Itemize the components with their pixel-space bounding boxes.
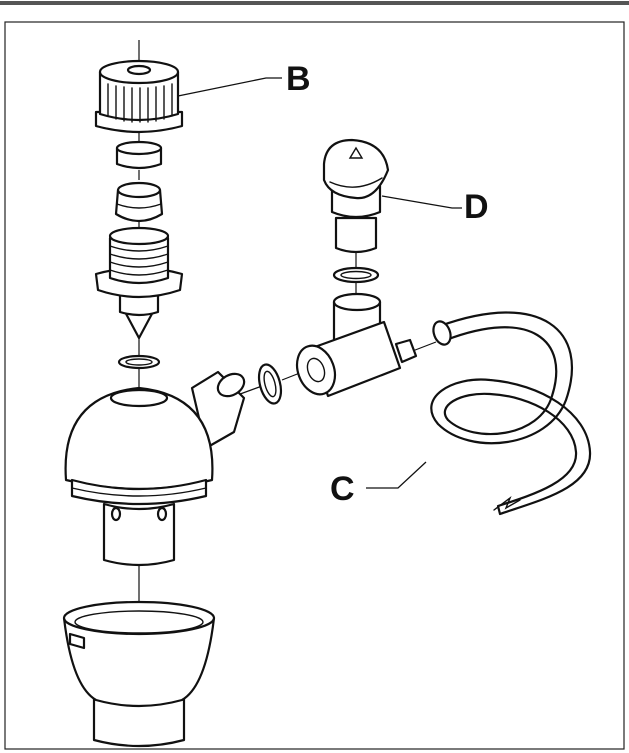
lower-tube xyxy=(102,502,176,567)
nozzle-insert xyxy=(114,181,164,223)
o-ring-top xyxy=(117,354,161,370)
cup xyxy=(62,600,216,748)
main-body xyxy=(64,370,246,506)
assembly-axis xyxy=(138,40,437,625)
leader-c xyxy=(366,461,427,489)
leader-b xyxy=(177,77,282,97)
leader-d xyxy=(381,195,462,209)
o-ring-valve xyxy=(332,266,380,284)
t-connector xyxy=(295,292,418,398)
side-o-ring xyxy=(257,363,283,405)
screw-cap-b xyxy=(94,59,184,134)
hose-c xyxy=(430,311,592,516)
bushing xyxy=(115,140,163,170)
callout-d: D xyxy=(464,188,489,226)
threaded-nozzle xyxy=(94,226,184,340)
callout-b: B xyxy=(286,60,311,98)
valve-cap-d xyxy=(322,138,390,254)
callout-c: C xyxy=(330,470,355,508)
figure-frame xyxy=(4,21,625,750)
